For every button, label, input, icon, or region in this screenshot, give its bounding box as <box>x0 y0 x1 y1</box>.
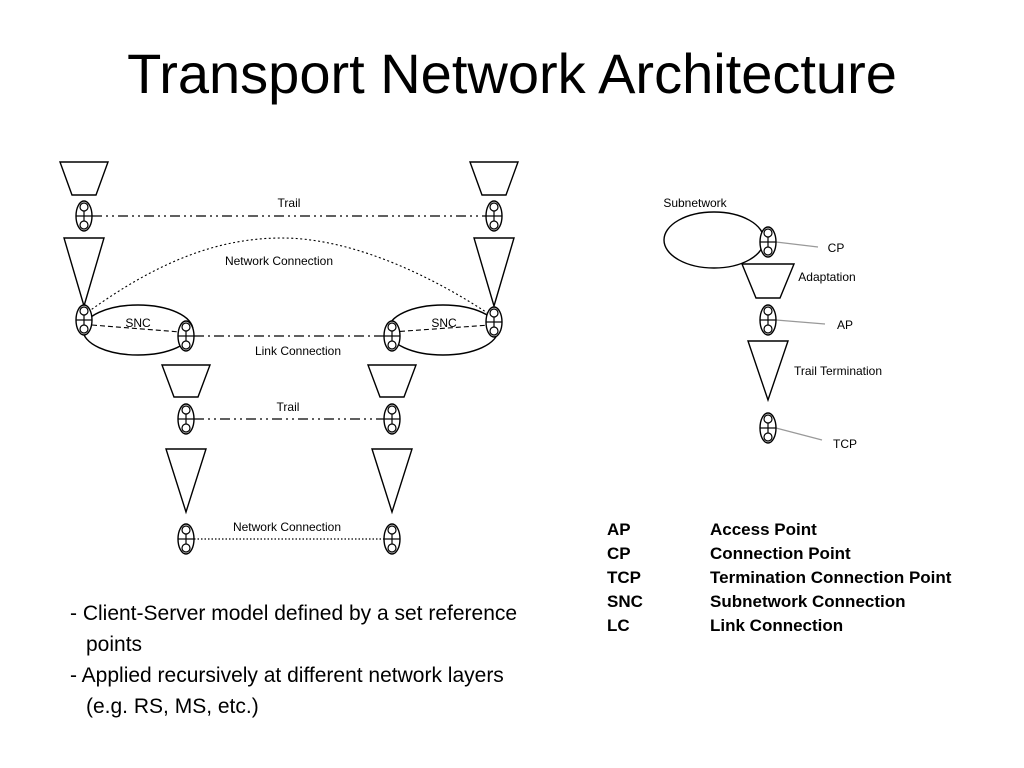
trail-label-top: Trail <box>278 196 301 210</box>
glossary-abbr: LC <box>607 616 630 635</box>
glossary-row: AP Access Point <box>607 518 951 542</box>
legend-cp-point <box>759 226 777 258</box>
glossary-term: Link Connection <box>710 616 844 635</box>
access-point-bottom-right <box>383 403 401 435</box>
note-item: - Client-Server model defined by a set r… <box>70 602 518 656</box>
notes-list: - Client-Server model defined by a set r… <box>70 598 540 722</box>
glossary-term: Subnetwork Connection <box>710 592 906 611</box>
legend-tcp-label: TCP <box>833 437 857 451</box>
snc-label-left: SNC <box>125 316 151 330</box>
connection-point-left-outer <box>75 304 93 336</box>
network-connection-label-bottom: Network Connection <box>233 520 341 534</box>
glossary-row: LC Link Connection <box>607 614 951 638</box>
connection-point-right-inner <box>383 320 401 352</box>
access-point-top-right <box>485 200 503 232</box>
page-title: Transport Network Architecture <box>127 42 897 105</box>
trail-termination-shape-bottom-right <box>371 448 413 515</box>
snc-line-left <box>91 324 181 333</box>
legend-adaptation-shape <box>740 263 796 299</box>
adaptation-shape-top-right <box>469 161 519 196</box>
connection-point-left-inner <box>177 320 195 352</box>
trail-termination-shape-bottom-left <box>165 448 207 515</box>
legend-adaptation-label: Adaptation <box>798 270 855 284</box>
glossary: AP Access Point CP Connection Point TCP Ter… <box>607 518 951 638</box>
glossary-abbr: TCP <box>607 568 641 587</box>
trail-termination-shape-top-right <box>473 237 515 309</box>
trail-termination-shape-top-left <box>63 237 105 309</box>
glossary-term: Connection Point <box>710 544 851 563</box>
adaptation-shape-bottom-right <box>366 364 418 398</box>
link-connection-label: Link Connection <box>255 344 341 358</box>
legend-ap-point <box>759 304 777 336</box>
termination-point-bottom-right <box>383 523 401 555</box>
legend-subnetwork-shape <box>663 211 765 269</box>
trail-label-bottom: Trail <box>277 400 300 414</box>
snc-label-right: SNC <box>431 316 457 330</box>
subnetwork-right <box>387 304 499 356</box>
legend-subnetwork-label: Subnetwork <box>663 196 727 210</box>
network-connection-curve-top <box>87 237 493 317</box>
glossary-abbr: AP <box>607 520 631 539</box>
legend-tcp-point <box>759 412 777 444</box>
snc-line-right <box>391 324 491 333</box>
access-point-top-left <box>75 200 93 232</box>
access-point-bottom-left <box>177 403 195 435</box>
subnetwork-left <box>82 304 194 356</box>
glossary-abbr: SNC <box>607 592 643 611</box>
glossary-row: SNC Subnetwork Connection <box>607 590 951 614</box>
adaptation-shape-top-left <box>59 161 109 196</box>
legend-cp-label: CP <box>828 241 845 255</box>
network-connection-label-top: Network Connection <box>225 254 333 268</box>
adaptation-shape-bottom-left <box>160 364 212 398</box>
glossary-term: Access Point <box>710 520 817 539</box>
legend-trail-termination-shape <box>747 340 789 403</box>
glossary-row: TCP Termination Connection Point <box>607 566 951 590</box>
glossary-row: CP Connection Point <box>607 542 951 566</box>
termination-point-bottom-left <box>177 523 195 555</box>
glossary-term: Termination Connection Point <box>710 568 952 587</box>
legend-ap-label: AP <box>837 318 853 332</box>
connection-point-right-outer <box>485 306 503 338</box>
glossary-abbr: CP <box>607 544 631 563</box>
legend-trail-termination-label: Trail Termination <box>794 364 882 378</box>
note-item: - Applied recursively at different netwo… <box>70 664 504 718</box>
